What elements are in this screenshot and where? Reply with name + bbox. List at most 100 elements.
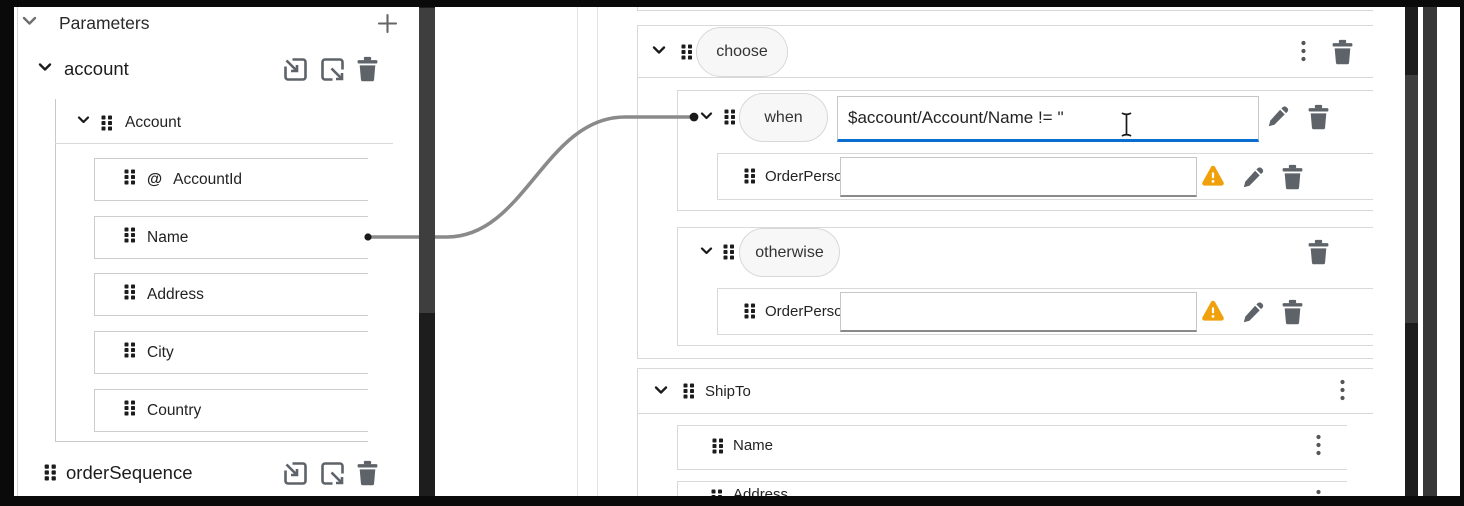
choose-node-pill[interactable]: choose [696,27,788,77]
orderperson1-top-border [717,153,1373,154]
collapsed-panel-border-right [597,7,598,496]
orderperson2-label[interactable]: OrderPerson [765,303,851,320]
add-parameter-button[interactable] [377,13,398,34]
tree-item-label: Name [147,228,189,246]
orderperson2-top-border [717,288,1373,289]
choose-collapse-chevron-icon[interactable] [652,46,666,55]
when-node-label: when [764,108,803,126]
ordersequence-parameter-label[interactable]: orderSequence [66,462,193,483]
shipto-label[interactable]: ShipTo [705,383,751,400]
when-group-top-border [677,90,1373,91]
parameters-collapse-chevron-icon[interactable] [22,16,37,26]
account-map-out-button[interactable] [319,56,346,83]
account-group-bottom-border [55,441,368,442]
when-collapse-chevron-icon[interactable] [700,112,713,121]
shipto-name-left-border [677,425,678,469]
otherwise-node-pill[interactable]: otherwise [739,228,840,277]
shipto-collapse-chevron-icon[interactable] [654,386,668,395]
ordersequence-map-out-button[interactable] [319,460,346,487]
shipto-drag-handle[interactable] [683,383,695,399]
account-parameter-label[interactable]: account [64,58,129,79]
account-node-drag-handle[interactable] [101,115,113,131]
otherwise-drag-handle[interactable] [723,244,735,260]
orderperson2-delete-button[interactable] [1281,299,1304,325]
orderperson1-bottom-border [717,199,1373,200]
orderperson1-left-border [717,153,718,199]
account-node-chevron-icon[interactable] [77,116,90,125]
when-node-pill[interactable]: when [739,93,828,142]
left-panel-border [17,7,18,496]
orderperson2-drag-handle[interactable] [744,303,756,319]
window-frame-bottom [0,496,1464,506]
shipto-left-border [637,368,638,496]
account-delete-button[interactable] [356,56,379,82]
orderperson2-left-border [717,288,718,334]
account-map-into-button[interactable] [282,56,309,83]
choose-overflow-menu-button[interactable] [1299,40,1308,64]
choose-node-label: choose [716,43,768,60]
attribute-marker: @ [147,170,163,188]
window-frame-right [1460,0,1464,506]
right-scrollbar-thumb[interactable] [1405,75,1418,323]
collapsed-panel-border-left [577,7,578,496]
orderperson2-bottom-border [717,334,1373,335]
shipto-name-top-border [677,425,1347,426]
tree-item-name[interactable]: Name [94,216,368,259]
account-node-bottom-border [55,143,393,144]
ordersequence-drag-handle[interactable] [44,464,57,481]
orderperson2-warning-icon[interactable] [1201,300,1225,322]
when-edit-button[interactable] [1268,105,1289,127]
previous-row-bottom-border [637,10,1373,11]
orderperson1-warning-icon[interactable] [1201,165,1225,187]
drag-handle-icon [124,227,136,248]
choose-delete-button[interactable] [1331,39,1354,65]
tree-item-city[interactable]: City [94,331,368,374]
otherwise-delete-button[interactable] [1307,239,1330,265]
shipto-address-left-border [677,481,678,496]
shipto-row-bottom-border [637,413,1373,414]
when-condition-input[interactable] [837,96,1259,142]
orderperson1-drag-handle[interactable] [744,168,756,184]
orderperson1-delete-button[interactable] [1281,164,1304,190]
tree-item-label: Address [147,285,204,303]
otherwise-group-bottom-border [677,345,1373,346]
tree-item-country[interactable]: Country [94,389,368,432]
drag-handle-icon [124,400,136,421]
account-collapse-chevron-icon[interactable] [38,63,52,72]
orderperson1-edit-button[interactable] [1243,166,1264,188]
shipto-name-drag-handle[interactable] [712,438,724,454]
when-delete-button[interactable] [1307,104,1330,130]
center-scrollbar-thumb[interactable] [419,8,435,313]
window-frame-left [0,0,14,506]
choose-drag-handle[interactable] [681,44,693,60]
parameters-title: Parameters [59,13,150,33]
shipto-overflow-menu-button[interactable] [1338,379,1347,403]
shipto-name-bottom-border [677,469,1347,470]
choose-group-bottom-border [637,358,1373,359]
shipto-name-overflow-menu-button[interactable] [1314,434,1323,458]
right-panel-edge-bar [1423,7,1437,496]
orderperson1-value-input[interactable] [840,157,1197,197]
shipto-address-top-border [677,481,1347,482]
orderperson1-label[interactable]: OrderPerson [765,168,851,185]
otherwise-group-top-border [677,227,1373,228]
otherwise-collapse-chevron-icon[interactable] [700,247,713,256]
tree-item-label: Country [147,401,202,419]
when-drag-handle[interactable] [724,109,736,125]
ordersequence-delete-button[interactable] [356,460,379,486]
choose-group-left-border [637,25,638,358]
tree-item-accountid[interactable]: @ AccountId [94,158,368,201]
account-group-guide [55,99,56,441]
drag-handle-icon [124,342,136,363]
account-node-label[interactable]: Account [125,114,182,131]
orderperson2-value-input[interactable] [840,292,1197,332]
choose-group-top-border [637,25,1373,26]
window-frame-top [0,0,1464,7]
tree-item-label: City [147,343,174,361]
tree-item-address[interactable]: Address [94,273,368,316]
otherwise-node-label: otherwise [755,243,824,261]
orderperson2-edit-button[interactable] [1243,301,1264,323]
shipto-name-label[interactable]: Name [733,437,774,454]
ordersequence-map-into-button[interactable] [282,460,309,487]
